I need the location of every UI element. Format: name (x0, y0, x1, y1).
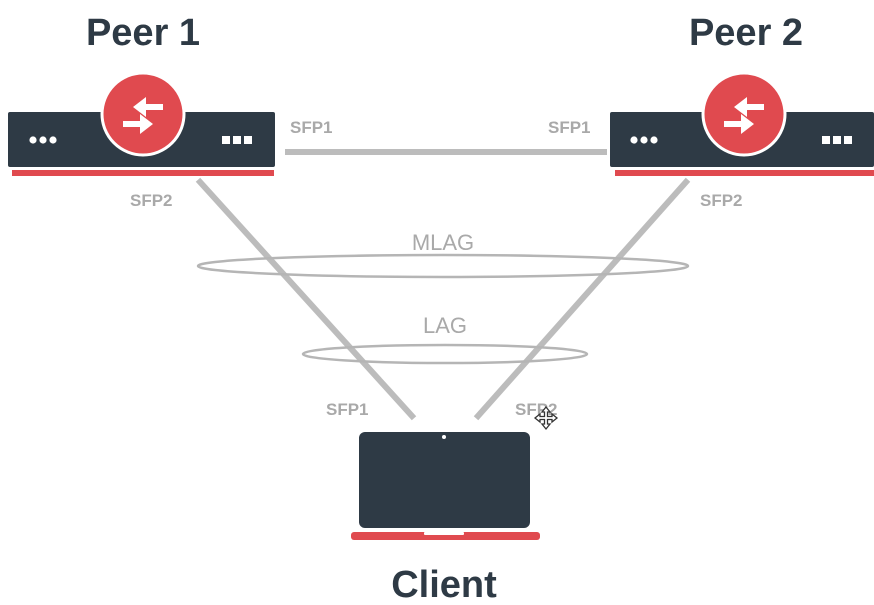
client-title: Client (391, 564, 497, 605)
peer2-sfp2-label: SFP2 (700, 191, 743, 210)
peer2-sfp1-label: SFP1 (548, 118, 591, 137)
peer2-device: Peer 2 (610, 12, 874, 176)
link-peer2-client (473, 177, 691, 421)
client-sfp1-label: SFP1 (326, 400, 369, 419)
arrows-exchange-icon (701, 71, 787, 157)
dots-icon (630, 136, 658, 144)
peer1-sfp2-label: SFP2 (130, 191, 173, 210)
laptop-camera (442, 435, 446, 439)
laptop-base (351, 532, 540, 540)
laptop-notch (424, 532, 464, 535)
peer1-base (12, 170, 274, 176)
mlag-ring (196, 253, 690, 279)
arrows-exchange-icon (100, 71, 186, 157)
peer1-device: Peer 1 (8, 12, 275, 176)
peer1-title: Peer 1 (86, 12, 200, 54)
lag-label: LAG (423, 313, 467, 338)
dots-icon (29, 136, 57, 144)
move-cursor-icon (533, 405, 559, 431)
lag-ring (301, 343, 589, 365)
laptop-screen (359, 432, 530, 528)
peer2-base (615, 170, 874, 176)
client-laptop (351, 432, 540, 540)
dots-icon (222, 136, 252, 144)
mlag-label: MLAG (412, 230, 474, 255)
peer1-sfp1-label: SFP1 (290, 118, 333, 137)
link-peer1-client (195, 177, 417, 421)
dots-icon (822, 136, 852, 144)
peer2-title: Peer 2 (689, 12, 803, 54)
